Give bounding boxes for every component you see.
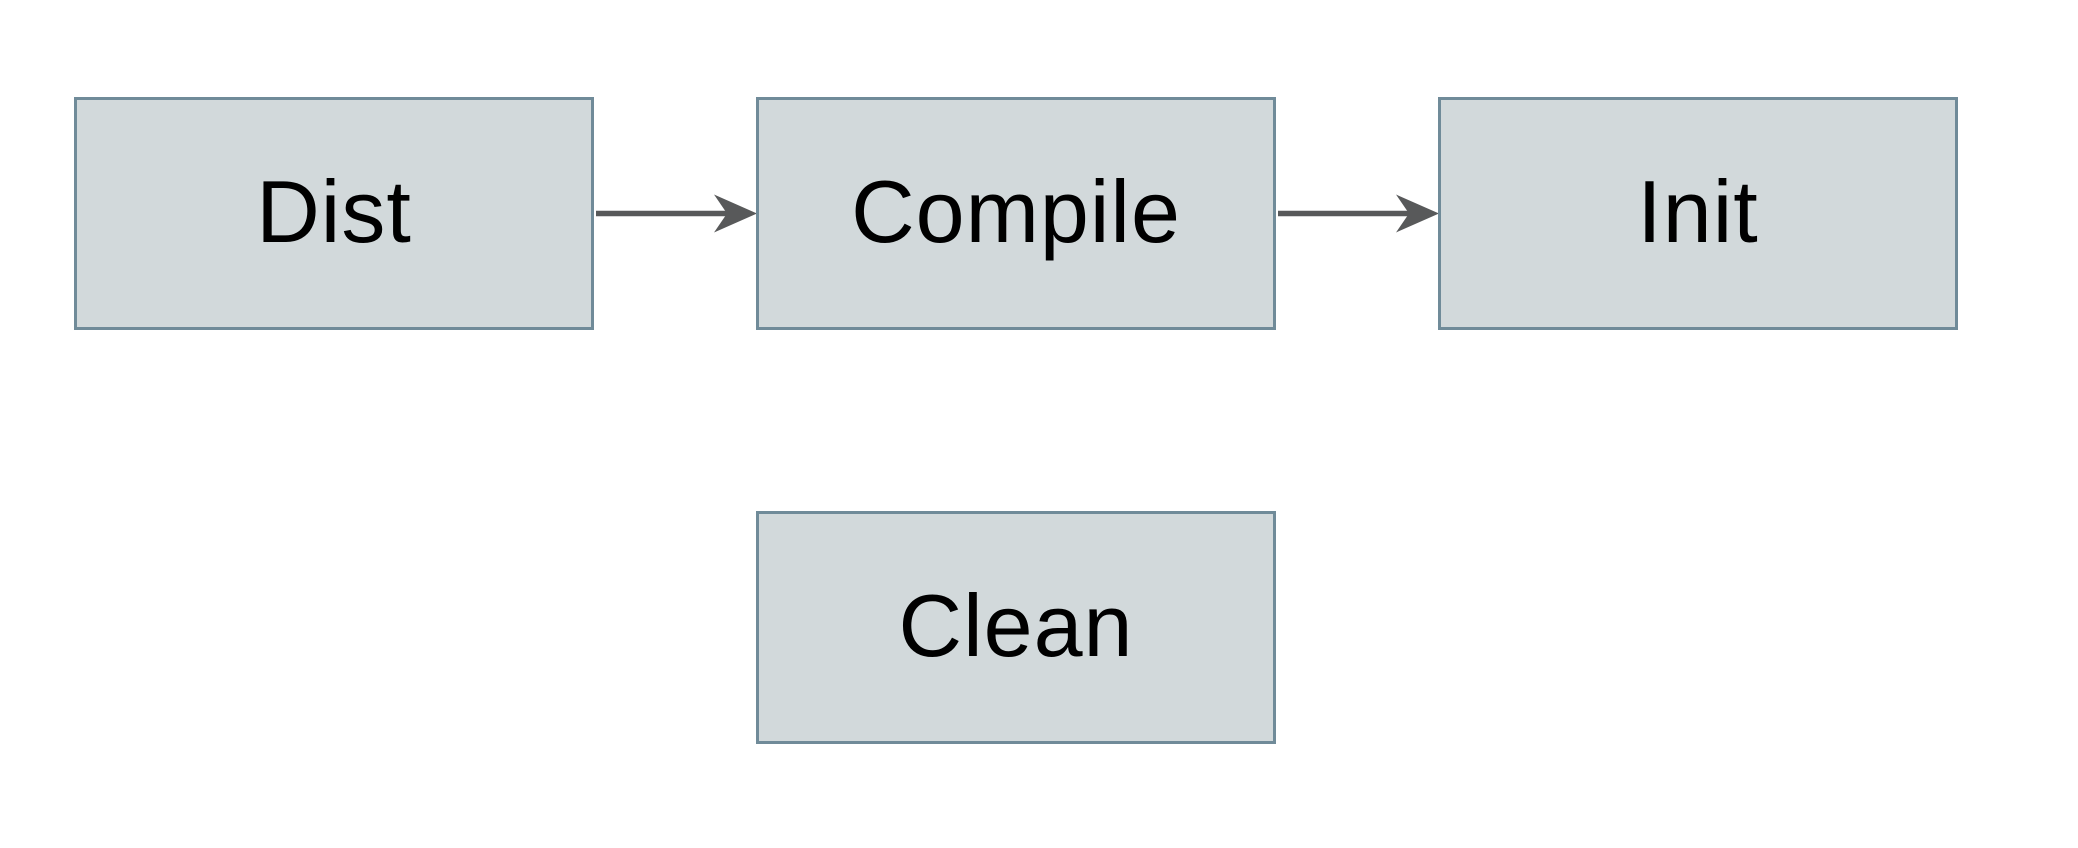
node-clean-label: Clean	[898, 575, 1134, 675]
node-dist-label: Dist	[256, 161, 412, 261]
node-init-label: Init	[1637, 161, 1759, 261]
arrow-head	[714, 194, 757, 233]
arrow-dist-to-compile	[596, 194, 757, 233]
node-compile: Compile	[756, 97, 1276, 330]
node-dist: Dist	[74, 97, 594, 330]
arrow-head	[1396, 194, 1439, 233]
node-clean: Clean	[756, 511, 1276, 744]
node-init: Init	[1438, 97, 1958, 330]
arrow-compile-to-init	[1278, 194, 1439, 233]
node-compile-label: Compile	[851, 161, 1181, 261]
